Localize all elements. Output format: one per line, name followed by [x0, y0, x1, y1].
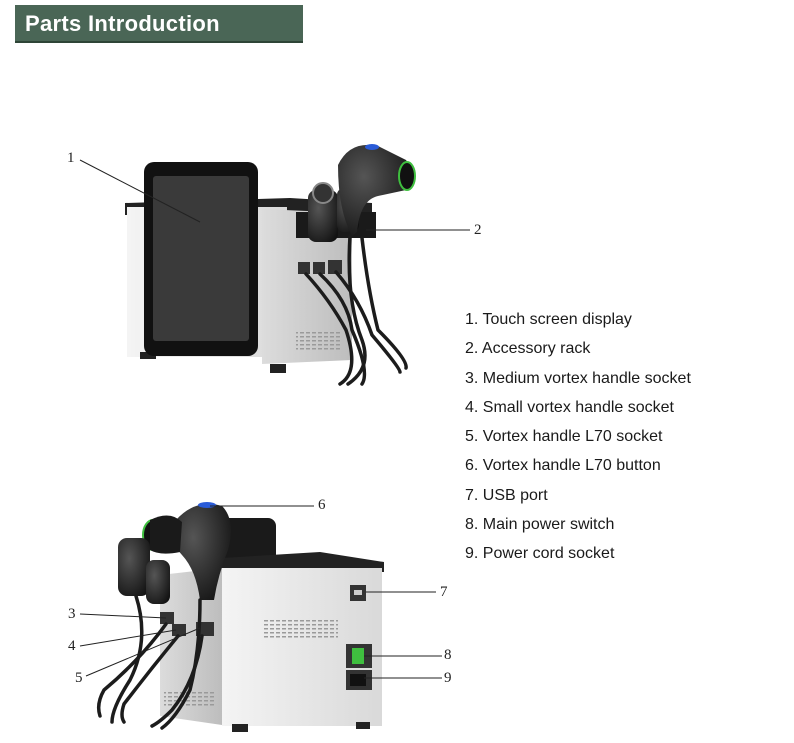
top-foot-left — [140, 352, 156, 359]
bottom-device — [79, 502, 442, 732]
top-device — [79, 144, 470, 386]
top-device-side — [262, 209, 352, 364]
list-item: 4. Small vortex handle socket — [465, 398, 674, 416]
list-item: 3. Medium vortex handle socket — [465, 369, 691, 387]
callout-9: 9 — [444, 670, 452, 686]
list-item: 6. Vortex handle L70 button — [465, 457, 661, 475]
medium-handle — [308, 190, 338, 242]
list-item: 2. Accessory rack — [465, 340, 591, 358]
callout-1: 1 — [67, 150, 75, 166]
bottom-device-side — [160, 568, 222, 725]
callout-7: 7 — [440, 584, 448, 600]
callout-6: 6 — [318, 497, 326, 513]
vortex-handle-button — [365, 144, 379, 150]
list-item: 9. Power cord socket — [465, 545, 615, 563]
vortex-handle-l70 — [338, 144, 412, 236]
side-vent — [296, 332, 342, 350]
list-item: 7. USB port — [465, 486, 548, 504]
callout-3: 3 — [68, 606, 76, 622]
callout-8: 8 — [444, 647, 452, 663]
callout-5: 5 — [75, 670, 83, 686]
list-item: 1. Touch screen display — [465, 311, 632, 328]
callout-2: 2 — [474, 222, 482, 238]
list-item: 5. Vortex handle L70 socket — [465, 428, 663, 446]
bottom-cables — [96, 594, 204, 730]
back-vent — [262, 618, 338, 640]
callout-4: 4 — [68, 638, 76, 654]
top-cables — [304, 234, 408, 386]
parts-list: 1. Touch screen display 2. Accessory rac… — [465, 309, 691, 573]
list-item: 8. Main power switch — [465, 516, 615, 534]
rear-vortex-handle — [173, 503, 231, 600]
section-title: Parts Introduction — [15, 5, 303, 43]
top-foot-right — [270, 364, 286, 373]
touch-screen-display — [153, 176, 249, 341]
